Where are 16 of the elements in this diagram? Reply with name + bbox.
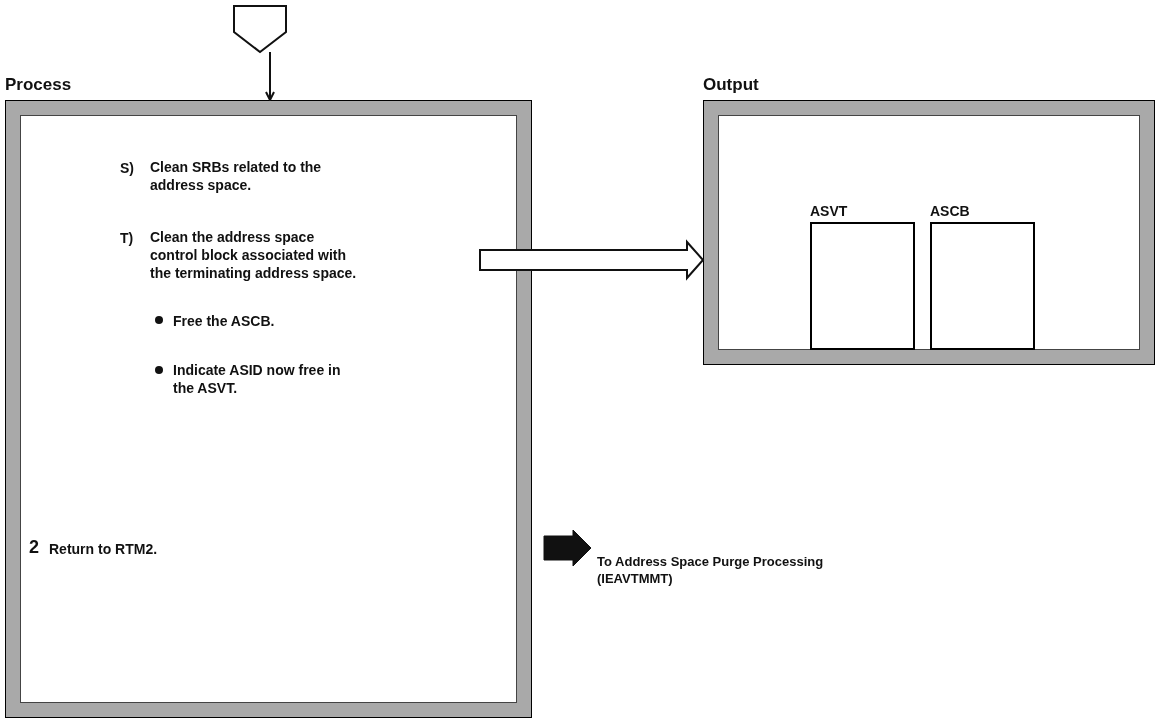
destination-text: To Address Space Purge Processing (IEAVTMMT) bbox=[597, 553, 825, 587]
step-text: T) bbox=[120, 229, 135, 248]
block-arrow bbox=[543, 529, 592, 567]
step-text: Return to RTM2. bbox=[49, 540, 159, 559]
block-arrow bbox=[479, 239, 705, 281]
step-text: 2 bbox=[29, 536, 40, 558]
block-label: ASVT bbox=[810, 202, 848, 220]
step-text: S) bbox=[120, 159, 135, 178]
step-text: Indicate ASID now free in the ASVT. bbox=[173, 361, 342, 397]
panel-heading: Process bbox=[5, 74, 72, 96]
step-text: Free the ASCB. bbox=[173, 312, 276, 331]
step-text: Clean the address space control block associated with the terminating address space. bbox=[150, 228, 358, 282]
block-label: ASCB bbox=[930, 202, 970, 220]
arrow bbox=[265, 51, 275, 101]
panel-heading: Output bbox=[703, 74, 759, 96]
step-text: Clean SRBs related to the address space. bbox=[150, 158, 323, 194]
